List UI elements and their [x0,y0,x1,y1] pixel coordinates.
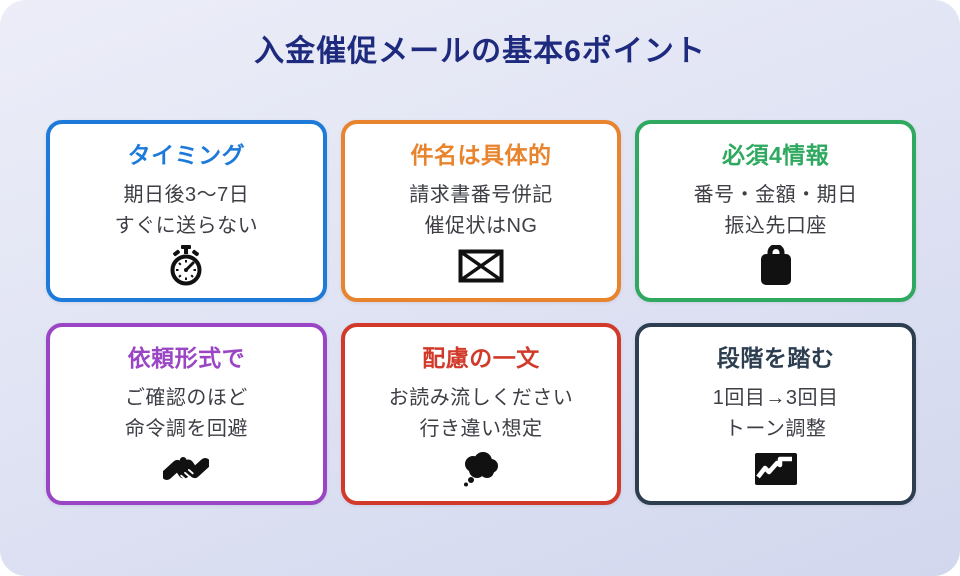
card-line: 命令調を回避 [124,418,248,440]
clipboard-icon [758,245,794,287]
card-line: ご確認のほど [124,387,248,409]
card-title: タイミング [127,142,246,168]
card-line: 行き違い想定 [419,418,543,440]
card-line: 振込先口座 [724,215,827,237]
card-title: 必須4情報 [722,142,830,168]
thought-balloon-icon [460,448,502,490]
card-grid: タイミング 期日後3〜7日 すぐに送らない [46,120,916,505]
handshake-icon [163,448,210,490]
card-title: 件名は具体的 [410,142,552,168]
card-line: トーン調整 [724,418,827,440]
card-title: 配慮の一文 [422,345,540,371]
line-chart-icon [754,448,798,490]
card-line: 催促状はNG [424,215,538,237]
page-title: 入金催促メールの基本6ポイント [254,35,706,68]
card-required-info: 必須4情報 番号・金額・期日 振込先口座 [635,120,916,302]
card-line: 期日後3〜7日 [123,184,250,206]
card-staged-escalation: 段階を踏む 1回目→3回目 トーン調整 [635,323,916,505]
card-line: 1回目→3回目 [712,387,839,409]
stopwatch-icon [167,245,205,287]
card-title: 段階を踏む [716,345,835,371]
card-timing: タイミング 期日後3〜7日 すぐに送らない [46,120,327,302]
card-line: お読み流しください [388,387,574,409]
card-considerate-phrase: 配慮の一文 お読み流しください 行き違い想定 [340,323,622,505]
card-subject: 件名は具体的 請求書番号併記 催促状はNG [340,120,622,302]
card-line: 番号・金額・期日 [693,184,858,206]
envelope-icon [458,245,504,287]
card-request-form: 依頼形式で ご確認のほど 命令調を回避 [46,323,327,505]
card-title: 依頼形式で [127,345,246,371]
card-line: すぐに送らない [114,215,259,237]
card-line: 請求書番号併記 [409,184,553,206]
